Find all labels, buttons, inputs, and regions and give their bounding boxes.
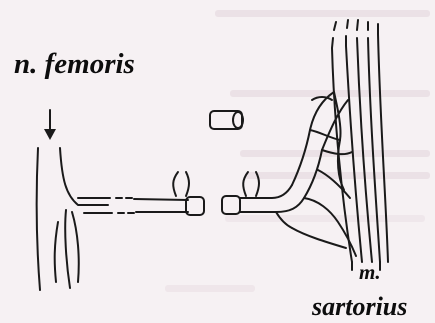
nerve-stump-right (222, 172, 292, 214)
femoral-nerve-trunk (37, 148, 134, 290)
nerve-conduit-tube (210, 111, 243, 129)
sartorius-muscle-fibers (332, 20, 388, 270)
nerve-label: n. femoris (14, 50, 135, 79)
nerve-stump-left (134, 172, 204, 215)
muscle-label-abbrev: m. (359, 262, 381, 283)
muscle-label-name: sartorius (312, 294, 407, 320)
down-arrow-icon (44, 110, 56, 140)
intramuscular-nerve-branches (276, 92, 356, 256)
